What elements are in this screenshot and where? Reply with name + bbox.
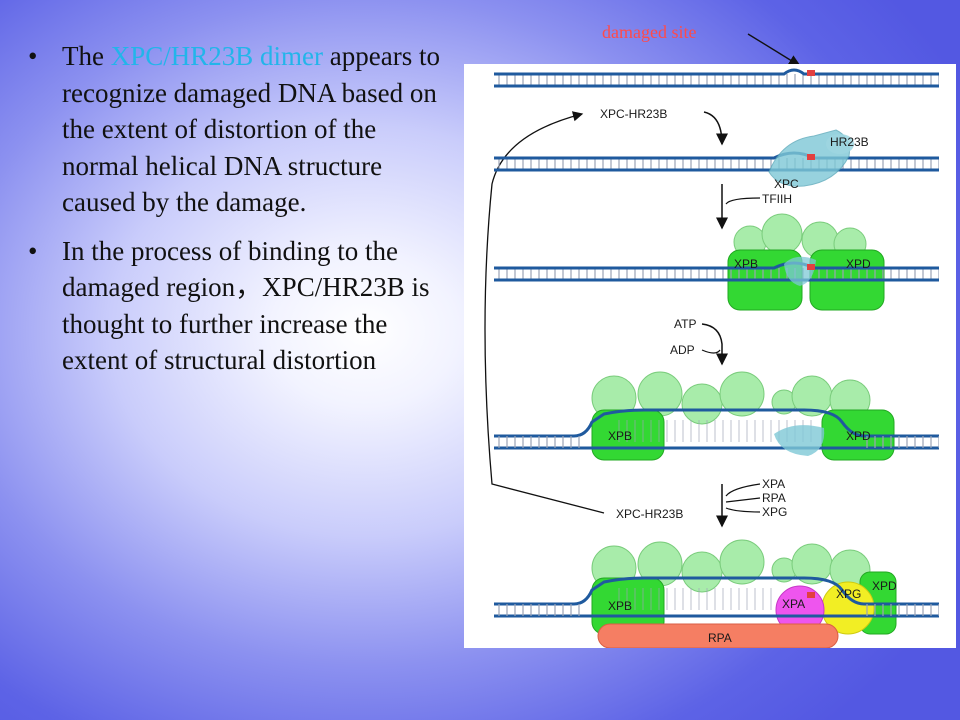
xpd-label-3: XPD bbox=[846, 257, 871, 271]
bullet-list: • The XPC/HR23B dimer appears to recogni… bbox=[22, 38, 452, 391]
xpb-label-3: XPB bbox=[734, 257, 758, 271]
xpd-label-4: XPD bbox=[846, 429, 871, 443]
bullet-item-1: • The XPC/HR23B dimer appears to recogni… bbox=[22, 38, 452, 221]
ner-diagram-panel: XPC-HR23B HR23B XPC TFIIH bbox=[464, 64, 956, 649]
return-arrow bbox=[484, 111, 605, 514]
lesion-marker bbox=[807, 154, 815, 160]
dna-stage-3 bbox=[494, 213, 939, 311]
bullet1-highlight: XPC/HR23B dimer bbox=[110, 41, 324, 71]
step-arrow-1 bbox=[703, 111, 728, 146]
hr23b-label: HR23B bbox=[830, 135, 869, 149]
xpd-label-5: XPD bbox=[872, 579, 897, 593]
adp-label: ADP bbox=[670, 343, 695, 357]
bullet-dot: • bbox=[28, 41, 38, 71]
damaged-site-label: damaged site bbox=[602, 22, 697, 42]
step-arrow-3 bbox=[701, 323, 728, 366]
xpg-entry-label: XPG bbox=[762, 505, 787, 519]
dna-stage-5 bbox=[494, 539, 939, 649]
lesion-marker bbox=[807, 592, 815, 598]
xpa-label-5: XPA bbox=[782, 597, 805, 611]
tfiih-label: TFIIH bbox=[762, 192, 792, 206]
xpc-label: XPC bbox=[774, 177, 799, 191]
xpb-label-4: XPB bbox=[608, 429, 632, 443]
bullet2-text: In the process of binding to the damaged… bbox=[62, 235, 430, 376]
bullet1-pre: The bbox=[62, 41, 111, 71]
rpa-entry-label: RPA bbox=[762, 491, 786, 505]
dna-stage-1 bbox=[494, 68, 939, 88]
lesion-marker bbox=[807, 264, 815, 270]
bullet1-post: appears to recognize damaged DNA based o… bbox=[62, 41, 440, 217]
dna-stage-2 bbox=[494, 129, 939, 187]
dna-stage-4 bbox=[494, 371, 939, 461]
rpa-label-5: RPA bbox=[708, 631, 732, 645]
xpc-hr23b-label-bottom: XPC-HR23B bbox=[616, 507, 683, 521]
xpc-hr23b-label-top: XPC-HR23B bbox=[600, 107, 667, 121]
bullet-dot: • bbox=[28, 235, 38, 266]
xpa-entry-label: XPA bbox=[762, 477, 785, 491]
atp-label: ATP bbox=[674, 317, 696, 331]
xpb-label-5: XPB bbox=[608, 599, 632, 613]
xpg-label-5: XPG bbox=[836, 587, 861, 601]
lesion-marker bbox=[807, 70, 815, 76]
ner-diagram: XPC-HR23B HR23B XPC TFIIH bbox=[484, 68, 939, 649]
bullet-item-2: • In the process of binding to the damag… bbox=[22, 233, 452, 379]
hr23b-subunit bbox=[826, 134, 854, 154]
